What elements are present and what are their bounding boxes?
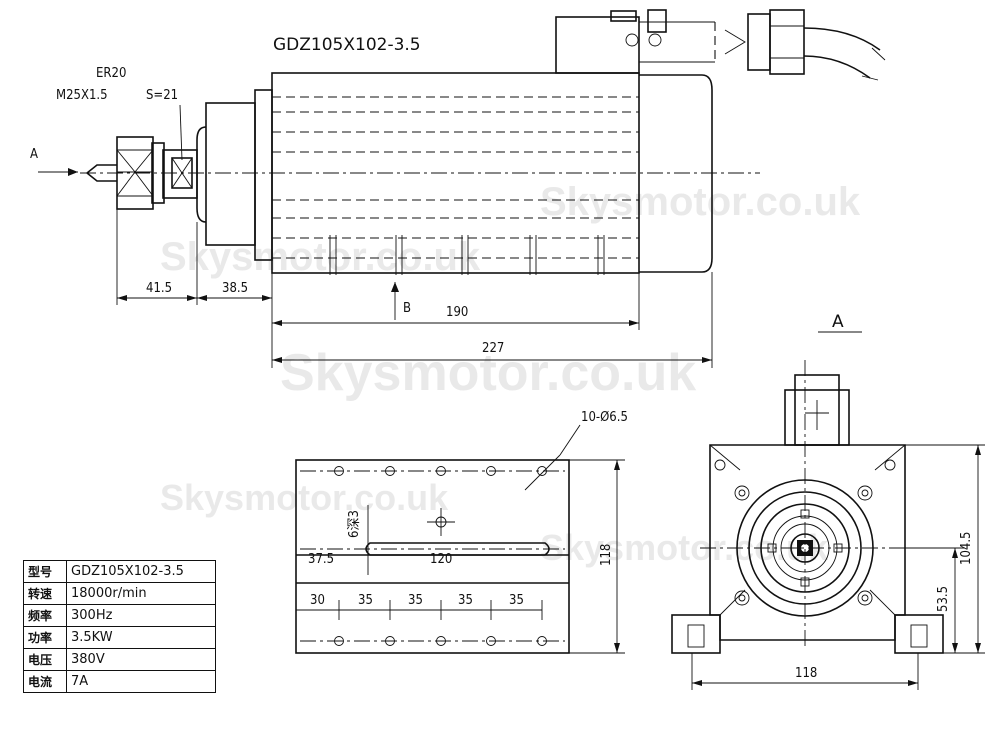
- dim-total-height: 104.5: [959, 532, 974, 565]
- bottom-view: 10-Ø6.5 6深3 37.5 120 118 30 35 35 35 35: [295, 410, 628, 654]
- spec-value: 380V: [66, 648, 216, 671]
- front-view: A: [671, 312, 985, 690]
- watermark-4: Skysmotor.co.uk: [160, 477, 449, 518]
- side-view: A GDZ105X102-3.5 ER20 M25X1.5 S=21: [30, 9, 886, 368]
- holes-label: 10-Ø6.5: [581, 410, 628, 425]
- spec-key: 频率: [23, 604, 67, 627]
- dim-center-height: 53.5: [936, 586, 951, 612]
- dim-plate-width: 118: [599, 544, 614, 566]
- dim-front-length: 38.5: [222, 281, 248, 296]
- dim-pitch-first: 30: [310, 593, 325, 608]
- dim-pitch-4: 35: [509, 593, 524, 608]
- dim-nose-length: 41.5: [146, 281, 172, 296]
- dim-slot-length: 120: [430, 552, 452, 567]
- spec-value: 300Hz: [66, 604, 216, 627]
- view-a-title: A: [832, 312, 844, 332]
- spec-value: 7A: [66, 670, 216, 693]
- spec-value: 3.5KW: [66, 626, 216, 649]
- thread-label: M25X1.5: [56, 88, 108, 103]
- slot-depth-label: 6深3: [347, 510, 362, 538]
- dim-pitch-3: 35: [458, 593, 473, 608]
- spec-value: GDZ105X102-3.5: [66, 560, 216, 583]
- dim-front-width: 118: [795, 666, 817, 681]
- model-title: GDZ105X102-3.5: [273, 35, 421, 55]
- dim-slot-offset: 37.5: [308, 552, 334, 567]
- watermark-1: Skysmotor.co.uk: [540, 180, 861, 224]
- dim-body-length: 190: [446, 305, 468, 320]
- watermarks: Skysmotor.co.uk Skysmotor.co.uk Skysmoto…: [160, 180, 861, 568]
- view-b-label: B: [403, 301, 411, 316]
- spec-key: 电流: [23, 670, 67, 693]
- spec-key: 转速: [23, 582, 67, 605]
- view-a-arrow-label: A: [30, 147, 38, 162]
- dim-total-length: 227: [482, 341, 504, 356]
- spec-value: 18000r/min: [66, 582, 216, 605]
- collet-label: ER20: [96, 66, 126, 81]
- wrench-label: S=21: [146, 88, 178, 103]
- watermark-3: Skysmotor.co.uk: [280, 344, 696, 402]
- spec-key: 型号: [23, 560, 67, 583]
- dim-pitch-1: 35: [358, 593, 373, 608]
- dim-pitch-2: 35: [408, 593, 423, 608]
- spec-key: 功率: [23, 626, 67, 649]
- watermark-2: Skysmotor.co.uk: [160, 235, 481, 279]
- spec-key: 电压: [23, 648, 67, 671]
